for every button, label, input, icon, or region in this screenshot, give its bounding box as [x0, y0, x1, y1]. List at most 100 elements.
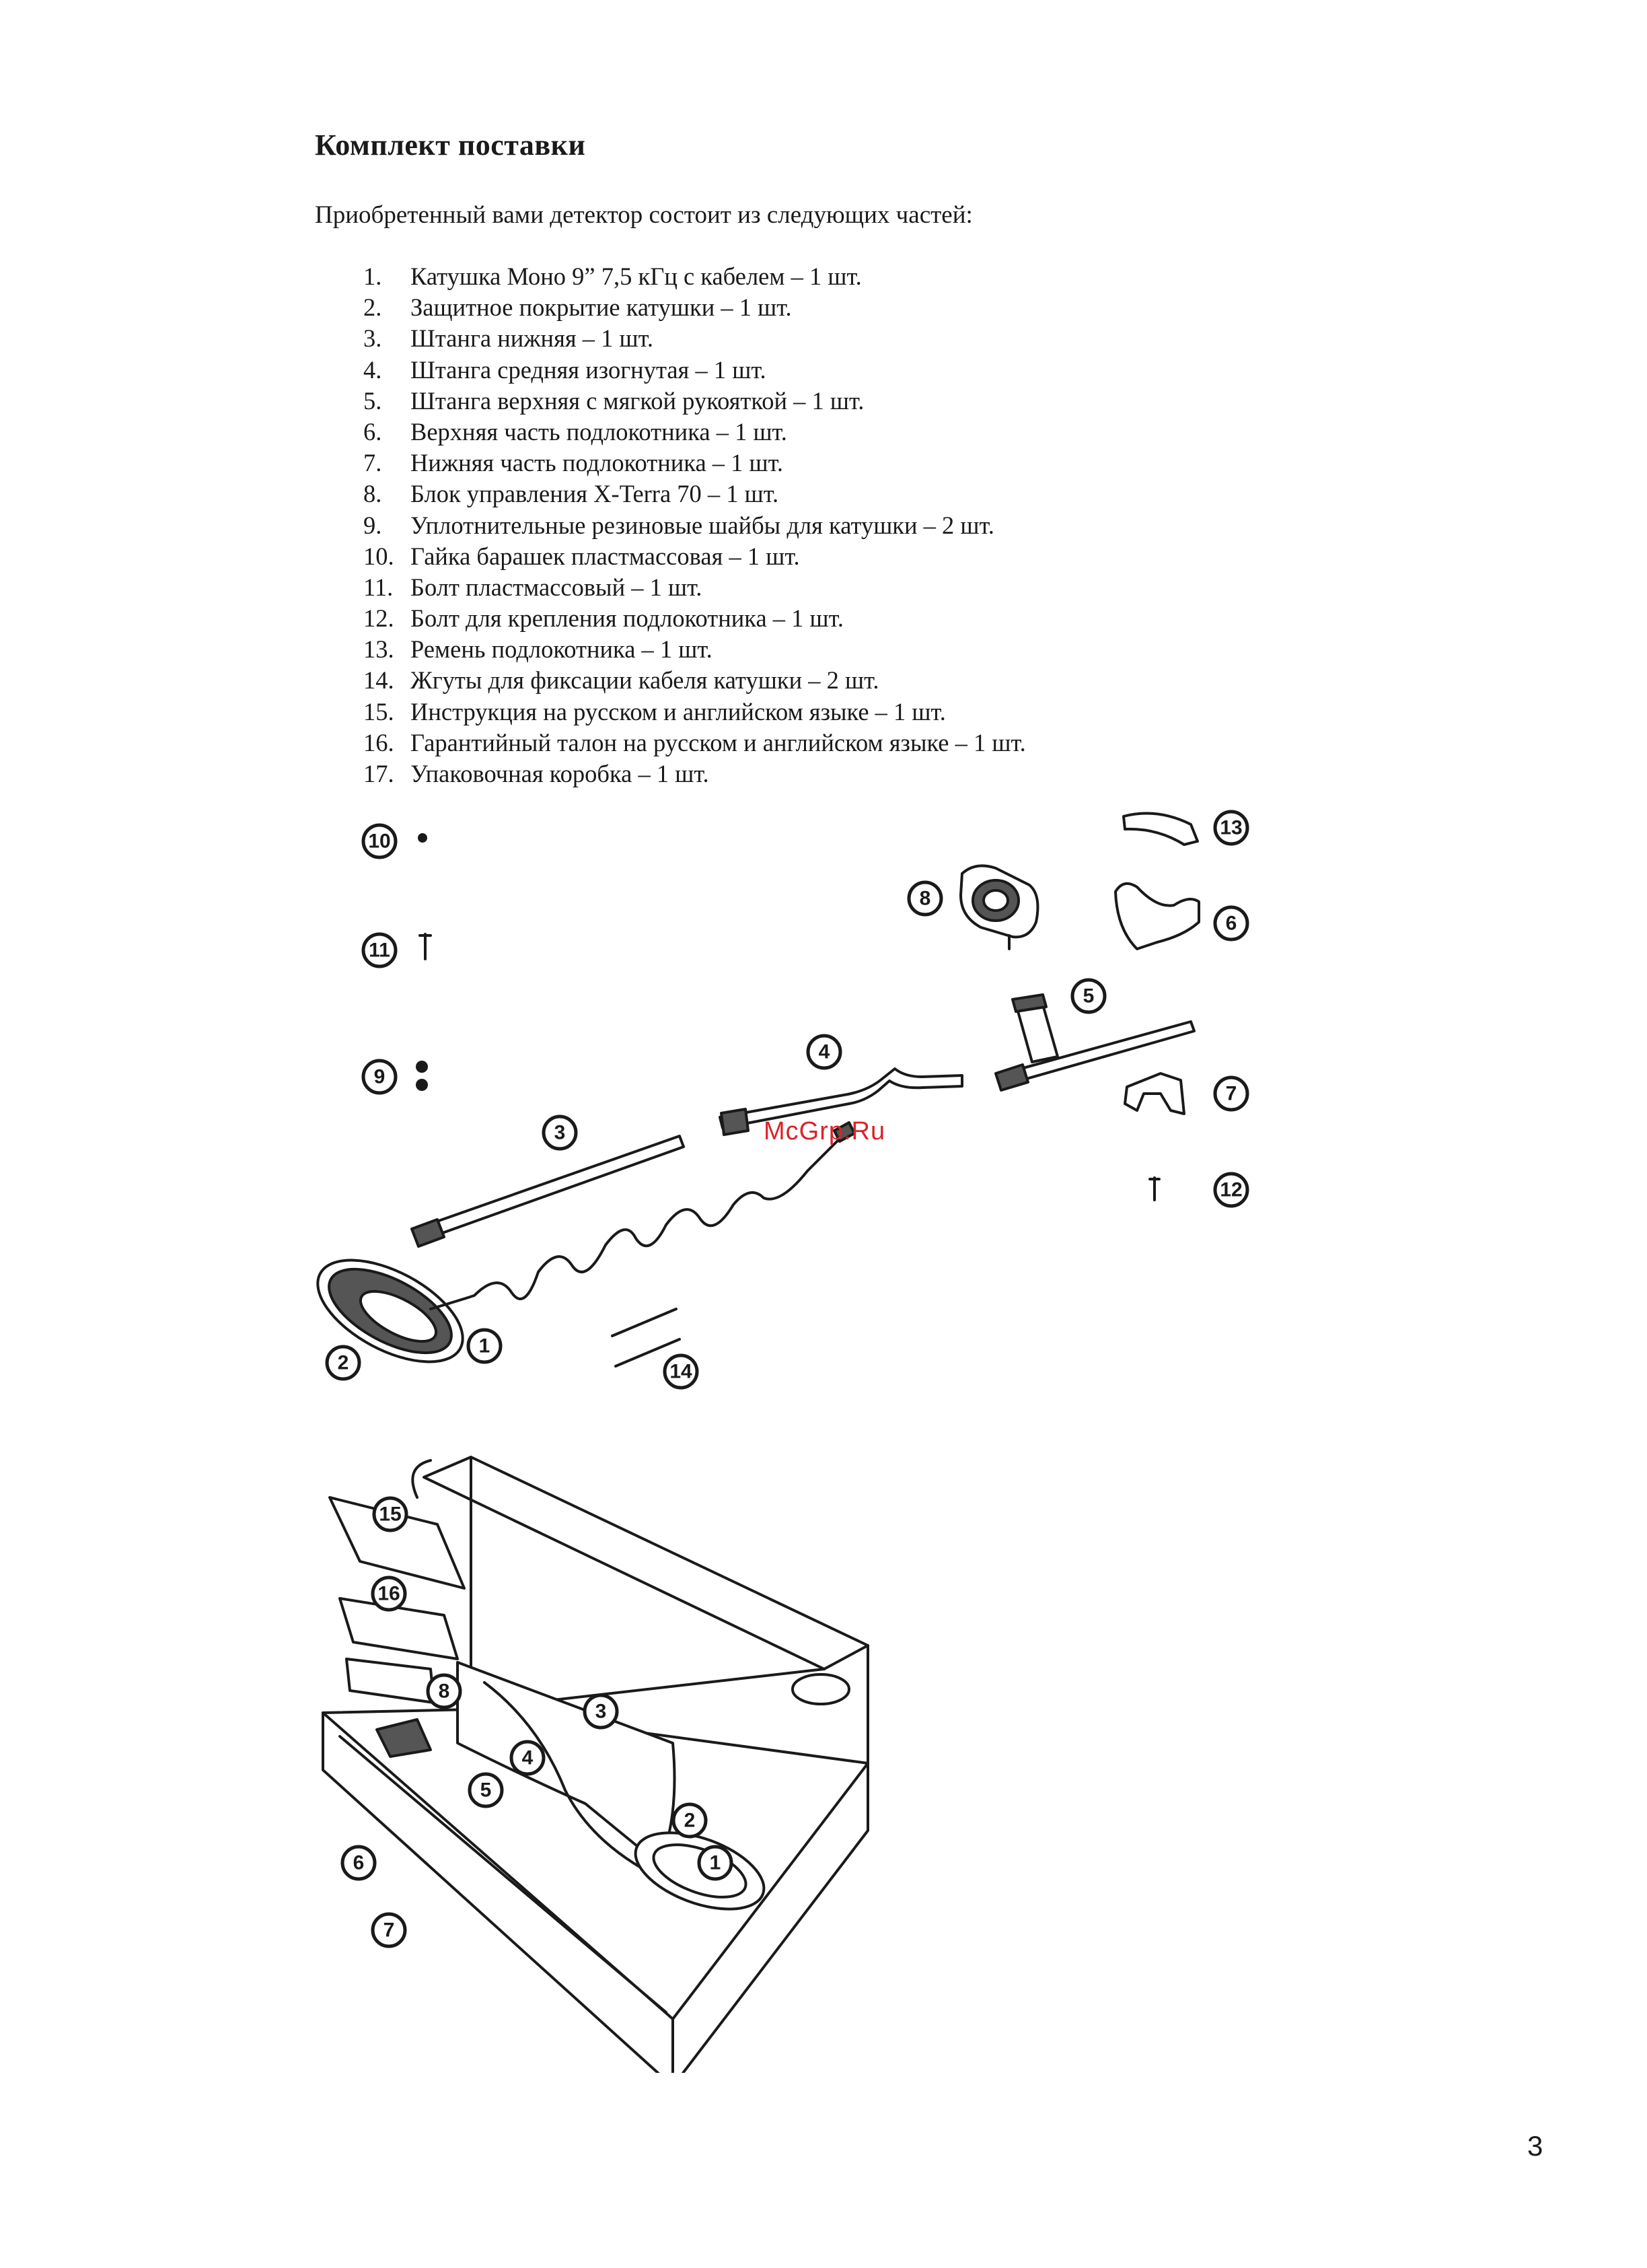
box-callout-15-label: 15 — [379, 1503, 401, 1526]
callout-2-label: 2 — [338, 1352, 349, 1374]
list-item-number: 16. — [363, 728, 394, 756]
box-callout-3 — [583, 1693, 619, 1730]
box-callout-3-label: 3 — [595, 1701, 607, 1723]
list-item-number: 7. — [363, 449, 382, 477]
box-callout-2 — [671, 1802, 708, 1839]
callout-8 — [907, 880, 943, 917]
lower-shaft-drawing — [410, 1135, 685, 1248]
rubber-washers-drawing — [416, 1061, 428, 1091]
list-item: 4.Штанга средняя изогнутая – 1 шт. — [363, 355, 1026, 386]
list-item-number: 13. — [363, 635, 394, 664]
box-callout-5-label: 5 — [480, 1779, 492, 1802]
list-item-number: 3. — [363, 324, 382, 353]
box-callout-2-label: 2 — [684, 1810, 696, 1832]
list-item: 9. Уплотнительные резиновые шайбы для кат… — [363, 510, 1026, 541]
list-item-number: 1. — [363, 262, 382, 290]
callout-5 — [1070, 978, 1107, 1014]
list-item-text: Ремень подлокотника – 1 шт. — [410, 635, 712, 664]
list-item-number: 15. — [363, 697, 394, 725]
callout-14-label: 14 — [669, 1361, 692, 1383]
callout-6 — [1213, 905, 1249, 942]
callout-3 — [542, 1114, 578, 1151]
box-callout-15 — [372, 1496, 408, 1532]
list-item: 16. Гарантийный талон на русском и англий… — [363, 728, 1026, 758]
callout-1-label: 1 — [479, 1335, 490, 1357]
list-item-number: 5. — [363, 386, 382, 415]
control-box-drawing — [959, 864, 1039, 950]
lower-armrest-drawing — [1124, 1072, 1185, 1115]
callout-5-label: 5 — [1083, 985, 1095, 1007]
box-callout-7 — [371, 1912, 407, 1948]
callout-14 — [663, 1353, 699, 1390]
callout-13 — [1213, 810, 1249, 846]
list-item-text: Гарантийный талон на русском и английско… — [410, 728, 1026, 756]
list-item-number: 9. — [363, 511, 382, 539]
list-item: 7.Нижняя часть подлокотника – 1 шт. — [363, 448, 1026, 479]
cable-ties-drawing — [611, 1308, 681, 1368]
list-item-text: Уплотнительные резиновые шайбы для катуш… — [410, 511, 994, 539]
box-callout-4 — [509, 1740, 546, 1776]
list-item-number: 11. — [363, 573, 394, 601]
box-callout-6-label: 6 — [353, 1852, 365, 1874]
list-item-number: 2. — [363, 293, 382, 322]
list-item-number: 12. — [363, 604, 394, 633]
list-item-text: Защитное покрытие катушки – 1 шт. — [410, 293, 792, 322]
page-title: Комплект поставки — [315, 129, 586, 162]
list-item: 6. Верхняя часть подлокотника – 1 шт. — [363, 417, 1026, 448]
page-number: 3 — [1527, 2130, 1543, 2162]
packaging-box-drawing — [322, 1456, 869, 2073]
callout-2 — [325, 1345, 361, 1381]
callout-9 — [361, 1059, 398, 1095]
box-callout-6 — [340, 1845, 377, 1881]
list-item-text: Верхняя часть подлокотника – 1 шт. — [410, 417, 787, 446]
callout-9-label: 9 — [374, 1066, 386, 1088]
callout-7 — [1213, 1075, 1249, 1112]
list-item: 12. Болт для крепления подлокотника – 1 ш… — [363, 603, 1026, 634]
wing-nut-drawing — [418, 833, 427, 843]
callout-8-label: 8 — [920, 888, 931, 910]
callout-4-label: 4 — [819, 1041, 830, 1063]
list-item-text: Штанга верхняя с мягкой рукояткой – 1 шт… — [410, 386, 865, 415]
intro-text: Приобретенный вами детектор состоит из с… — [315, 201, 973, 229]
callout-12 — [1213, 1172, 1249, 1208]
list-item-number: 17. — [363, 760, 394, 787]
upper-shaft-drawing — [994, 993, 1196, 1092]
list-item-text: Болт для крепления подлокотника – 1 шт. — [410, 604, 844, 633]
parts-illustration: 10 11 9 3 4 5 8 13 6 7 12 1 2 14 15 16 8… — [316, 810, 1249, 2073]
box-callout-5 — [468, 1772, 504, 1808]
parts-list: 1.Катушка Моно 9” 7,5 кГц с кабелем – 1 … — [363, 261, 1026, 789]
callout-11 — [361, 932, 398, 968]
callout-3-label: 3 — [554, 1122, 566, 1144]
armrest-bolt-drawing — [1148, 1176, 1161, 1201]
list-item: 3. Штанга нижняя – 1 шт. — [363, 323, 1026, 354]
plastic-bolt-drawing — [418, 933, 432, 960]
list-item-number: 14. — [363, 666, 394, 695]
list-item: 2. Защитное покрытие катушки – 1 шт. — [363, 292, 1026, 323]
list-item: 10.Гайка барашек пластмассовая – 1 шт. — [363, 541, 1026, 572]
callout-6-label: 6 — [1226, 913, 1237, 935]
list-item-text: Гайка барашек пластмассовая – 1 шт. — [410, 542, 800, 570]
armrest-strap-drawing — [1122, 812, 1199, 846]
list-item: 11. Болт пластмассовый – 1 шт. — [363, 572, 1026, 603]
upper-armrest-drawing — [1114, 882, 1200, 950]
box-callout-16-label: 16 — [377, 1583, 400, 1605]
box-callout-16 — [371, 1575, 407, 1612]
list-item-text: Упаковочная коробка – 1 шт. — [410, 760, 709, 787]
callout-12-label: 12 — [1220, 1179, 1242, 1201]
box-callout-1-label: 1 — [710, 1852, 721, 1874]
list-item-number: 8. — [363, 480, 382, 508]
callout-11-label: 11 — [369, 940, 390, 962]
list-item-text: Штанга средняя изогнутая – 1 шт. — [410, 355, 766, 384]
list-item-text: Штанга нижняя – 1 шт. — [410, 324, 653, 353]
box-callout-8 — [426, 1673, 462, 1709]
list-item: 15.Инструкция на русском и английском яз… — [363, 697, 1026, 728]
list-item: 14. Жгуты для фиксации кабеля катушки – 2… — [363, 665, 1026, 696]
callout-4 — [806, 1034, 842, 1070]
box-callout-4-label: 4 — [522, 1747, 534, 1769]
box-callout-1 — [697, 1845, 733, 1881]
list-item-text: Болт пластмассовый – 1 шт. — [410, 573, 702, 601]
list-item-text: Жгуты для фиксации кабеля катушки – 2 шт… — [410, 666, 879, 695]
list-item-number: 6. — [363, 417, 382, 446]
callout-13-label: 13 — [1220, 817, 1242, 839]
